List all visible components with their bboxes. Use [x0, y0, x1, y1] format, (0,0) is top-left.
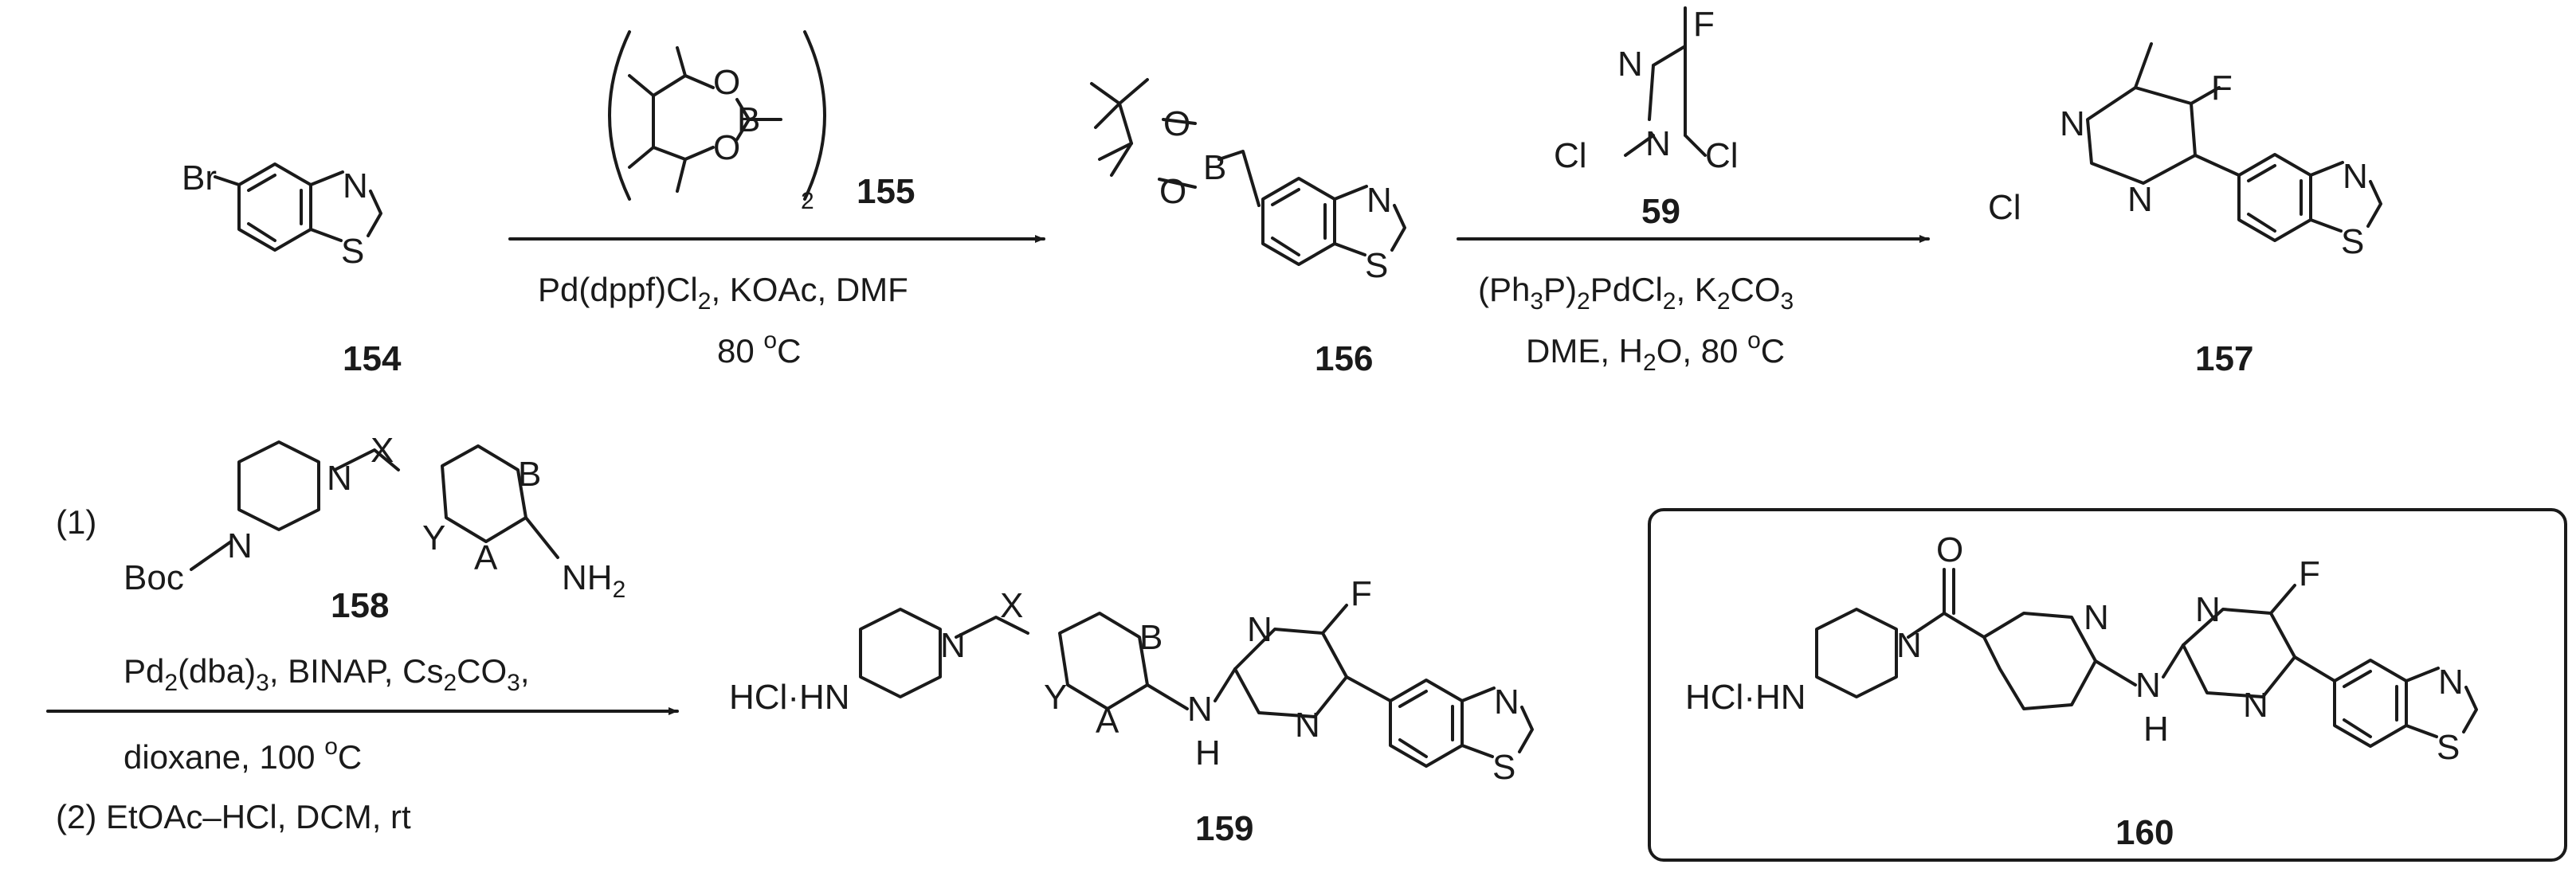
- atom-n: N: [343, 166, 368, 205]
- atom-n: N: [2127, 180, 2153, 219]
- compound-label-160: 160: [2115, 813, 2174, 852]
- atom-f: F: [2299, 554, 2320, 593]
- atom-cl: Cl: [1705, 136, 1739, 175]
- step1-conditions-line1: Pd(dppf)Cl2, KOAc, DMF: [538, 271, 908, 315]
- atom-b: B: [737, 100, 760, 139]
- atom-y: Y: [1044, 678, 1067, 717]
- compound-label-158: 158: [331, 586, 389, 625]
- atom-n: N: [1366, 181, 1392, 220]
- atom-hcl-hn: HCl·HN: [1685, 678, 1806, 717]
- atom-h: H: [2143, 710, 2169, 749]
- step3-conditions-line3: (2) EtOAc–HCl, DCM, rt: [56, 798, 411, 835]
- step3-conditions-line2: dioxane, 100 oC: [124, 733, 362, 776]
- atom-n: N: [2195, 590, 2221, 629]
- atom-x: X: [1000, 586, 1023, 625]
- atom-n: N: [1645, 124, 1671, 163]
- step3-conditions-line1: Pd2(dba)3, BINAP, Cs2CO3,: [124, 652, 530, 696]
- compound-label-154: 154: [343, 339, 402, 378]
- atom-n: N: [1295, 706, 1320, 745]
- atom-n: N: [1494, 683, 1519, 722]
- atom-b: B: [1139, 618, 1163, 657]
- atom-cl: Cl: [1554, 136, 1587, 175]
- atom-o: O: [713, 63, 740, 102]
- atom-o: O: [713, 128, 740, 167]
- atom-nh2: NH2: [562, 558, 625, 603]
- atom-a: A: [474, 538, 498, 577]
- atom-br: Br: [182, 158, 217, 198]
- atom-s: S: [2341, 222, 2364, 261]
- step2-conditions-line1: (Ph3P)2PdCl2, K2CO3: [1478, 271, 1794, 315]
- atom-s: S: [1365, 246, 1388, 285]
- atom-o: O: [1936, 530, 1963, 569]
- compound-label-155: 155: [857, 172, 915, 211]
- compound-label-156: 156: [1315, 339, 1373, 378]
- compound-59-structure: N F N Cl Cl 59: [1554, 5, 1739, 231]
- compound-154-structure: Br N S 154: [182, 158, 402, 378]
- atom-f: F: [2211, 68, 2233, 108]
- atom-n: N: [1617, 45, 1643, 84]
- compound-label-157: 157: [2195, 339, 2253, 378]
- atom-n: N: [1896, 626, 1922, 665]
- atom-n: N: [940, 626, 966, 665]
- atom-s: S: [1492, 748, 1515, 787]
- atom-n: N: [2438, 663, 2464, 702]
- compound-159-structure: HCl·HN N X B Y A N H N N F N S 159: [729, 574, 1534, 848]
- compound-160-structure: HCl·HN N O N N H N N F N S 160: [1685, 530, 2478, 852]
- atom-hcl-hn: HCl·HN: [729, 678, 850, 717]
- compound-160-box: [1648, 508, 2567, 862]
- paren-subscript: 2: [801, 188, 814, 214]
- step3-tag-1: (1): [56, 503, 96, 541]
- atom-n: N: [1187, 690, 1213, 729]
- atom-boc: Boc: [124, 558, 184, 597]
- atom-h: H: [1195, 733, 1221, 773]
- atom-a: A: [1096, 702, 1119, 741]
- atom-n: N: [227, 526, 253, 565]
- atom-f: F: [1693, 5, 1715, 44]
- atom-s: S: [341, 232, 364, 271]
- compound-label-159: 159: [1195, 809, 1253, 848]
- atom-f: F: [1351, 574, 1372, 613]
- atom-b: B: [518, 455, 541, 494]
- atom-n: N: [1247, 610, 1272, 649]
- compound-157-structure: N F N Cl N S 157: [1988, 42, 2382, 378]
- atom-x: X: [371, 431, 394, 470]
- atom-n: N: [2135, 666, 2161, 705]
- compound-155-structure: O O B 2 155: [608, 30, 915, 214]
- compound-158-structure: (1) N N X B Y A Boc NH2 158: [56, 431, 625, 625]
- atom-n: N: [2060, 104, 2085, 143]
- atom-b: B: [1203, 148, 1226, 187]
- atom-o: O: [1163, 104, 1190, 143]
- atom-cl: Cl: [1988, 188, 2021, 227]
- step2-conditions-line2: DME, H2O, 80 oC: [1526, 327, 1785, 376]
- atom-o: O: [1159, 172, 1186, 211]
- atom-n: N: [2084, 598, 2109, 637]
- step1-conditions-line2: 80 oC: [717, 327, 801, 370]
- atom-y: Y: [422, 518, 445, 557]
- atom-n: N: [2243, 686, 2268, 725]
- compound-156-structure: O O B N S 156: [1090, 78, 1406, 378]
- compound-label-59: 59: [1641, 192, 1680, 231]
- atom-n: N: [327, 459, 352, 498]
- atom-s: S: [2437, 728, 2460, 767]
- atom-n: N: [2343, 157, 2368, 196]
